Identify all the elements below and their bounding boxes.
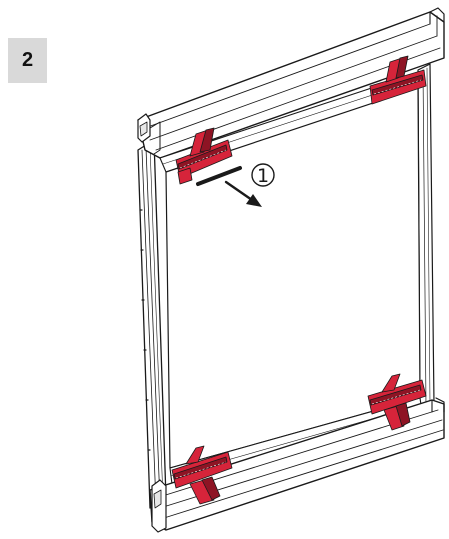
slide-motion-indicator	[196, 166, 262, 207]
bracket-bottom-right	[367, 373, 427, 431]
arrow-head-icon	[246, 194, 262, 207]
bracket-top-right	[369, 55, 427, 105]
left-rail	[137, 139, 167, 509]
top-rail	[137, 7, 445, 159]
right-rail	[417, 63, 435, 411]
callout-number: 1	[257, 165, 269, 187]
bracket-bottom-left	[171, 445, 233, 505]
callout-marker: 1	[251, 163, 275, 187]
step-number-badge: 2	[8, 38, 47, 83]
callout-circle	[251, 163, 275, 187]
slide-track-mark	[196, 166, 242, 186]
direction-arrow	[224, 180, 254, 202]
bracket-top-left	[175, 127, 233, 185]
